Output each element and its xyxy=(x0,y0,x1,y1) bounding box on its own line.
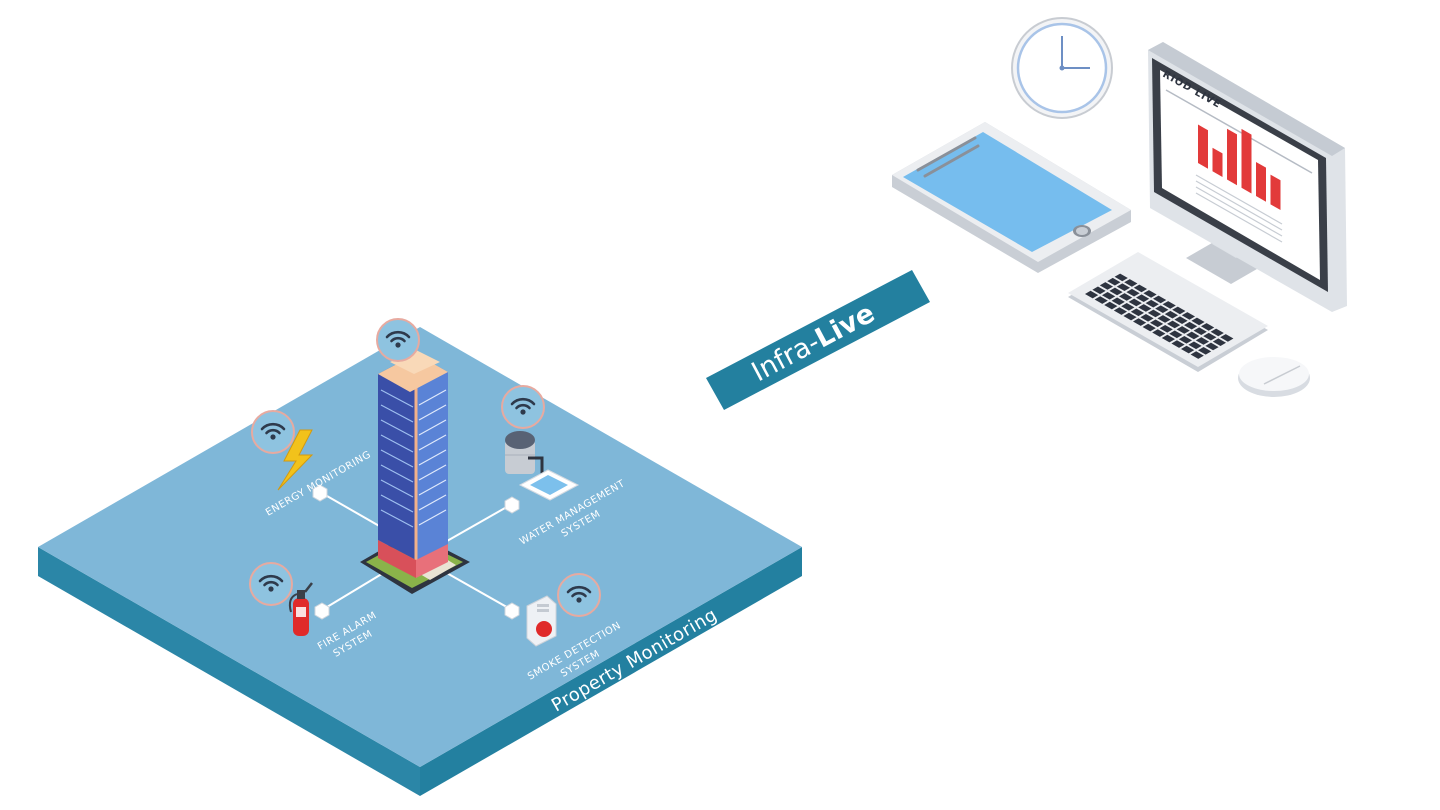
keyboard-key xyxy=(1128,298,1142,307)
keyboard-key xyxy=(1109,287,1123,296)
keyboard-key xyxy=(1157,315,1171,323)
keyboard-key xyxy=(1085,290,1099,299)
keyboard-key xyxy=(1186,331,1200,340)
platform-right-side xyxy=(420,547,802,796)
keyboard-icon xyxy=(1068,252,1268,372)
keyboard-key xyxy=(1094,296,1108,304)
monitor-bar xyxy=(1212,147,1223,177)
keyboard-key xyxy=(1133,284,1148,293)
mouse-icon xyxy=(1238,357,1310,397)
keyboard-key xyxy=(1203,332,1217,341)
monitor-bar xyxy=(1241,128,1252,194)
keyboard-key xyxy=(1181,312,1196,320)
keyboard-key xyxy=(1138,304,1152,312)
keyboard-key xyxy=(1169,330,1183,339)
tablet-screen xyxy=(903,132,1112,252)
keyboard-key xyxy=(1140,313,1154,322)
svg-text:Infra-Live: Infra-Live xyxy=(747,298,880,388)
keyboard-key xyxy=(1162,301,1176,309)
wifi-icon xyxy=(252,411,294,453)
keyboard-key xyxy=(1195,337,1210,345)
keyboard-key xyxy=(1212,338,1227,346)
keyboard-key xyxy=(1205,342,1219,351)
keyboard-key xyxy=(1124,279,1138,287)
tablet-device xyxy=(892,122,1131,273)
smoke-alarm-icon xyxy=(526,595,557,647)
keyboard-key xyxy=(1107,277,1121,286)
keyboard-key xyxy=(1102,291,1116,300)
keyboard-key xyxy=(1190,351,1204,359)
keyboard-key xyxy=(1176,326,1190,334)
wifi-icon xyxy=(502,386,544,428)
keyboard-key xyxy=(1119,293,1133,301)
keyboard-key xyxy=(1161,334,1176,343)
fire-extinguisher-icon xyxy=(288,582,313,636)
infra-live-banner: Infra-Live xyxy=(706,270,930,410)
wifi-icon xyxy=(250,563,292,605)
keyboard-key xyxy=(1181,345,1195,354)
keyboard-key xyxy=(1150,319,1164,328)
keyboard-key xyxy=(1152,329,1166,337)
clock-icon xyxy=(1011,17,1113,119)
keyboard-key xyxy=(1184,321,1198,330)
platform-left-side xyxy=(38,547,420,796)
keyboard-key xyxy=(1153,295,1167,304)
keyboard-key xyxy=(1201,323,1215,331)
keyboard-key xyxy=(1116,283,1131,291)
keyboard-key xyxy=(1126,288,1140,297)
keyboard-key xyxy=(1145,299,1159,308)
keyboard-key xyxy=(1178,335,1193,344)
keyboard-key xyxy=(1136,294,1150,302)
keyboard-key xyxy=(1210,328,1224,337)
keyboard-key xyxy=(1171,340,1185,348)
keyboard-key xyxy=(1220,334,1234,342)
keyboard-key xyxy=(1155,305,1169,313)
keyboard-key xyxy=(1099,282,1114,290)
keyboard-key xyxy=(1188,341,1202,350)
water-tank-icon xyxy=(505,431,580,501)
keyboard-key xyxy=(1130,308,1145,317)
keyboard-key xyxy=(1123,312,1137,321)
monitor-screen xyxy=(1160,70,1320,280)
desktop-monitor: RIOD LIVE xyxy=(1148,42,1347,312)
keyboard-key xyxy=(1092,286,1106,295)
keyboard-key xyxy=(1114,273,1128,282)
monitor-bar xyxy=(1256,161,1266,202)
keyboard-key xyxy=(1193,327,1207,335)
keyboard-key xyxy=(1159,324,1173,333)
monitor-bar-chart xyxy=(1198,124,1281,211)
wifi-icon xyxy=(558,574,600,616)
monitor-bar xyxy=(1227,128,1237,186)
keyboard-key xyxy=(1172,306,1186,315)
keyboard-key xyxy=(1133,318,1147,326)
keyboard-key xyxy=(1147,309,1162,318)
connector-nodes xyxy=(312,484,520,620)
skyscraper xyxy=(360,350,470,594)
monitor-bar xyxy=(1270,174,1281,211)
keyboard-key xyxy=(1174,316,1188,324)
keyboard-key xyxy=(1164,310,1179,319)
keyboard-key xyxy=(1104,301,1118,310)
monitor-bar xyxy=(1198,124,1208,169)
keyboard-key xyxy=(1111,297,1125,306)
lightning-icon xyxy=(277,429,314,491)
keyboard-key xyxy=(1143,290,1157,298)
keyboard-key xyxy=(1191,317,1205,326)
keyboard-key xyxy=(1167,320,1181,329)
keyboard-key xyxy=(1142,323,1156,332)
keyboard-key xyxy=(1198,346,1212,355)
keyboard-key xyxy=(1121,302,1135,311)
keyboard-key xyxy=(1113,307,1128,315)
wifi-icon xyxy=(377,319,419,361)
